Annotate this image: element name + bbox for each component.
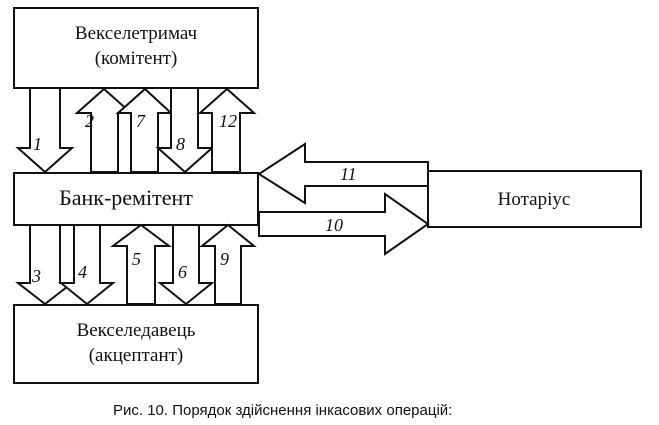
arrow-11-left [257,142,429,205]
notary-box: Нотаріус [427,170,642,228]
label-9: 9 [220,249,229,269]
label-7: 7 [136,111,146,131]
label-10: 10 [325,215,343,235]
figure-caption: Рис. 10. Порядок здійснення інкасових оп… [113,402,452,419]
arrow-5-up [110,223,172,305]
arrow-12-up [197,87,257,173]
label-3: 3 [31,266,41,286]
bank-box: Банк-ремітент [13,172,259,226]
drawer-subtitle: (акцептант) [89,345,184,366]
label-1: 1 [33,134,42,154]
holder-title: Векселетримач [75,23,198,44]
label-8: 8 [176,134,185,154]
label-4: 4 [78,262,87,282]
holder-box: Векселетримач (комітент) [13,7,259,89]
label-11: 11 [340,164,357,184]
arrow-1-down [15,87,75,174]
label-6: 6 [178,262,187,282]
drawer-title: Векселедавець [77,320,196,341]
arrow-6-down [157,224,215,306]
arrow-9-up [199,223,257,305]
arrow-4-down [58,224,116,306]
bank-title: Банк-ремітент [59,185,193,210]
drawer-box: Векселедавець (акцептант) [13,304,259,384]
notary-title: Нотаріус [498,189,571,210]
label-2: 2 [85,111,94,131]
arrow-7-up [115,87,174,173]
arrow-2-up [74,87,134,173]
holder-subtitle: (комітент) [95,48,178,69]
label-5: 5 [132,249,141,269]
label-12: 12 [219,111,237,131]
arrow-3-down [15,224,75,306]
arrow-10-right [258,192,430,256]
arrow-8-down [155,87,215,174]
